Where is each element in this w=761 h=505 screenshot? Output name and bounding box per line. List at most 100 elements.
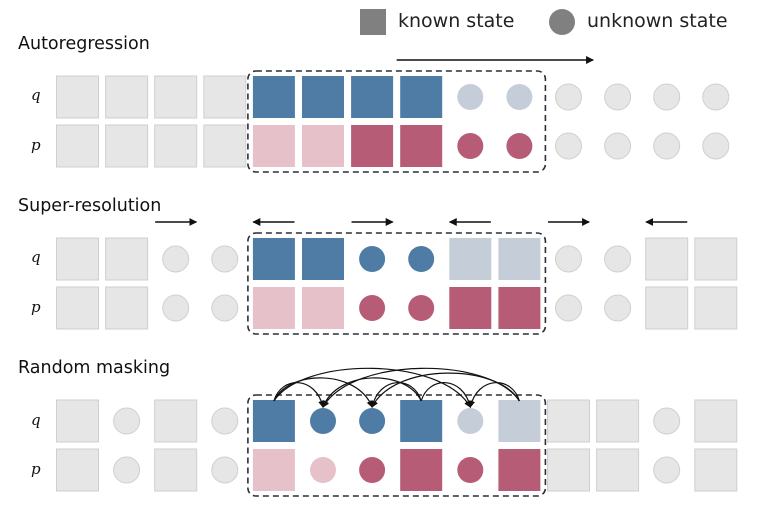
inactive-known-cell: [154, 448, 198, 492]
inactive-unknown-cell: [555, 294, 582, 322]
q-light-unknown-cell: [506, 84, 533, 110]
row-label-q: q: [31, 86, 41, 104]
inactive-unknown-cell: [555, 245, 582, 273]
dependency-arrow: [273, 367, 471, 408]
inactive-unknown-cell: [653, 132, 681, 160]
dependency-arrow: [273, 382, 326, 408]
inactive-known-cell: [596, 448, 640, 492]
inactive-known-cell: [105, 75, 149, 119]
legend-circle-marker: [549, 9, 575, 35]
inactive-known-cell: [105, 237, 149, 281]
p-light-known-cell: [252, 125, 295, 167]
inactive-unknown-cell: [604, 83, 632, 111]
inactive-unknown-cell: [211, 245, 239, 273]
q-light-known-cell: [498, 238, 541, 280]
row-label-q: q: [31, 411, 41, 429]
q-dark-known-cell: [351, 76, 394, 118]
p-dark-unknown-cell: [457, 133, 484, 159]
p-dark-known-cell: [498, 449, 541, 491]
inactive-known-cell: [56, 124, 99, 168]
p-dark-unknown-cell: [506, 133, 533, 159]
inactive-known-cell: [645, 237, 689, 281]
p-light-known-cell: [252, 449, 295, 491]
inactive-known-cell: [596, 399, 640, 443]
row-label-p: p: [31, 298, 41, 316]
inactive-known-cell: [105, 286, 149, 330]
dependency-arrow: [468, 382, 520, 408]
inactive-known-cell: [154, 399, 198, 443]
inactive-unknown-cell: [653, 456, 681, 484]
q-dark-known-cell: [252, 238, 295, 280]
dependency-arrow: [420, 382, 473, 408]
q-light-known-cell: [449, 238, 492, 280]
dependency-arrow: [370, 382, 422, 408]
inactive-unknown-cell: [162, 294, 190, 322]
inactive-unknown-cell: [653, 83, 681, 111]
q-dark-known-cell: [400, 400, 443, 442]
inactive-known-cell: [105, 124, 149, 168]
inactive-unknown-cell: [702, 132, 730, 160]
inactive-unknown-cell: [555, 83, 582, 111]
dependency-arrow: [321, 377, 422, 408]
inactive-unknown-cell: [113, 407, 141, 435]
context-window-frame: [247, 394, 547, 497]
section-title-autoregression: Autoregression: [18, 34, 150, 54]
inactive-known-cell: [694, 237, 738, 281]
q-dark-unknown-cell: [408, 246, 435, 272]
inactive-unknown-cell: [211, 456, 239, 484]
inactive-known-cell: [694, 399, 738, 443]
legend-square-marker: [360, 9, 386, 35]
inactive-known-cell: [154, 124, 198, 168]
q-light-unknown-cell: [457, 408, 484, 434]
p-dark-known-cell: [351, 125, 394, 167]
q-light-known-cell: [498, 400, 541, 442]
inactive-known-cell: [694, 448, 738, 492]
inactive-known-cell: [56, 237, 99, 281]
inactive-unknown-cell: [555, 132, 582, 160]
q-dark-known-cell: [302, 238, 344, 280]
p-dark-known-cell: [400, 125, 443, 167]
p-dark-known-cell: [400, 449, 443, 491]
p-dark-known-cell: [449, 287, 492, 329]
q-dark-known-cell: [252, 400, 295, 442]
p-light-known-cell: [252, 287, 295, 329]
row-label-p: p: [31, 460, 41, 478]
inactive-known-cell: [645, 286, 689, 330]
p-dark-unknown-cell: [408, 295, 435, 321]
q-dark-known-cell: [400, 76, 443, 118]
q-dark-known-cell: [302, 76, 344, 118]
inactive-known-cell: [154, 75, 198, 119]
inactive-known-cell: [547, 448, 590, 492]
q-light-unknown-cell: [457, 84, 484, 110]
p-dark-unknown-cell: [359, 457, 386, 483]
p-dark-unknown-cell: [359, 295, 386, 321]
inactive-known-cell: [56, 399, 99, 443]
q-dark-unknown-cell: [359, 246, 386, 272]
p-light-known-cell: [302, 287, 344, 329]
inactive-unknown-cell: [653, 407, 681, 435]
inactive-unknown-cell: [702, 83, 730, 111]
row-label-q: q: [31, 248, 41, 266]
p-light-unknown-cell: [310, 457, 336, 483]
context-window-frame: [247, 70, 547, 173]
p-light-known-cell: [302, 125, 344, 167]
legend-unknown-label: unknown state: [587, 10, 728, 32]
inactive-unknown-cell: [113, 456, 141, 484]
inactive-known-cell: [56, 448, 99, 492]
section-title-super-resolution: Super-resolution: [18, 196, 162, 216]
q-dark-unknown-cell: [310, 408, 336, 434]
dependency-arrow: [273, 377, 374, 408]
inactive-unknown-cell: [604, 294, 632, 322]
inactive-known-cell: [694, 286, 738, 330]
inactive-unknown-cell: [211, 294, 239, 322]
inactive-unknown-cell: [211, 407, 239, 435]
inactive-known-cell: [203, 75, 247, 119]
inactive-unknown-cell: [604, 132, 632, 160]
inactive-known-cell: [547, 399, 590, 443]
row-label-p: p: [31, 136, 41, 154]
inactive-unknown-cell: [604, 245, 632, 273]
q-dark-unknown-cell: [359, 408, 386, 434]
legend-known-label: known state: [398, 10, 515, 32]
